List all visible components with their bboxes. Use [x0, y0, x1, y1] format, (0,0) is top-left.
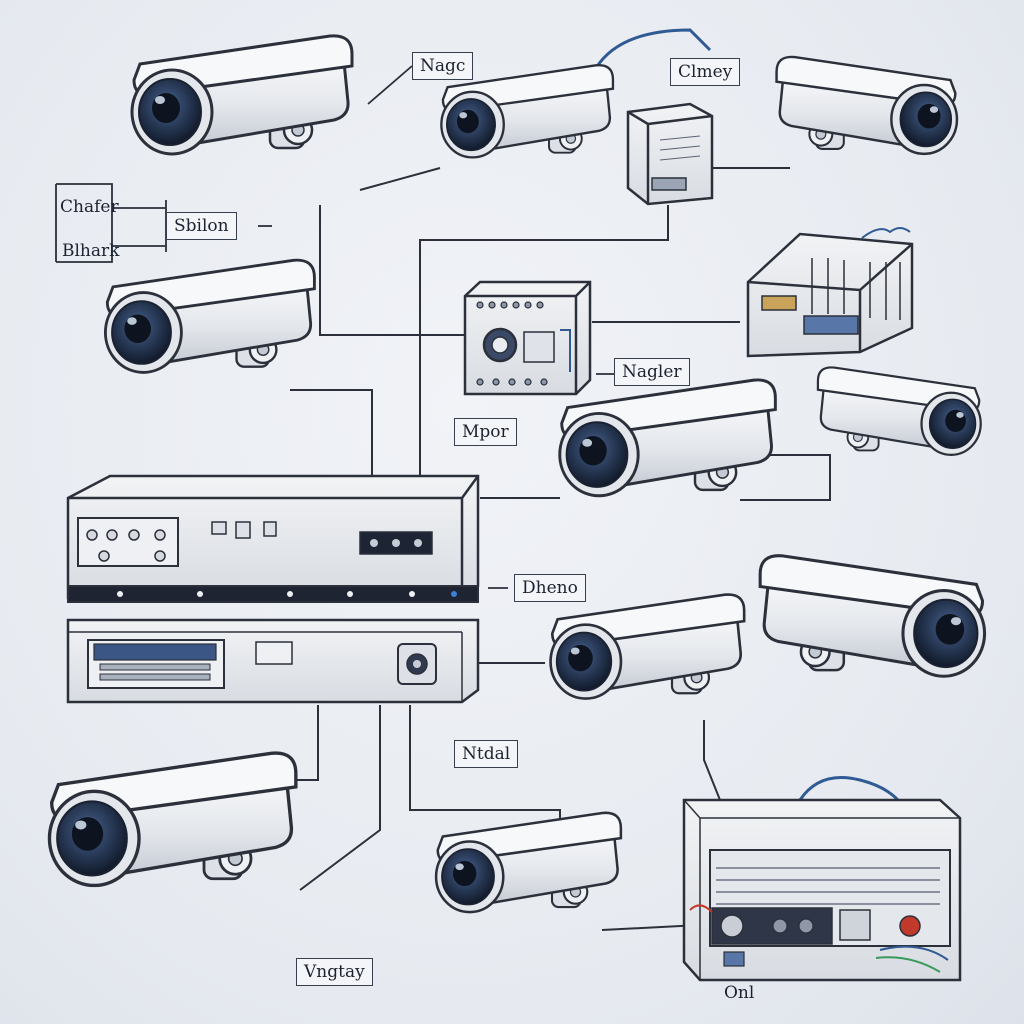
network-hub-icon	[626, 102, 714, 206]
camera-icon	[777, 57, 957, 154]
camera-icon	[130, 34, 354, 156]
label-psu: Onl	[724, 983, 755, 1003]
camera-icon	[434, 811, 623, 914]
power-supply-icon	[682, 798, 962, 982]
label-wire: Ntdal	[454, 740, 519, 768]
label-left-1: Chafer	[60, 197, 119, 217]
label-mid-left: Sbilon	[166, 212, 237, 240]
camera-icon	[47, 751, 298, 888]
dvr-recorder-icon	[66, 474, 480, 704]
patch-panel-icon	[746, 227, 914, 358]
camera-icon	[558, 378, 777, 498]
camera-icon	[103, 258, 316, 374]
label-hub: Clmey	[670, 58, 741, 86]
label-monitor: Mpor	[454, 418, 517, 446]
camera-icon	[549, 593, 746, 700]
camera-icon	[760, 556, 984, 677]
label-bottom: Vngtay	[296, 958, 373, 986]
camera-icon	[818, 367, 981, 454]
monitor-module-icon	[463, 280, 592, 396]
label-dvr-lower: Nagler	[614, 358, 690, 386]
label-left-2: Blhark	[62, 241, 120, 261]
label-dvr: Dheno	[514, 574, 586, 602]
label-top-camera: Nagc	[412, 52, 474, 80]
